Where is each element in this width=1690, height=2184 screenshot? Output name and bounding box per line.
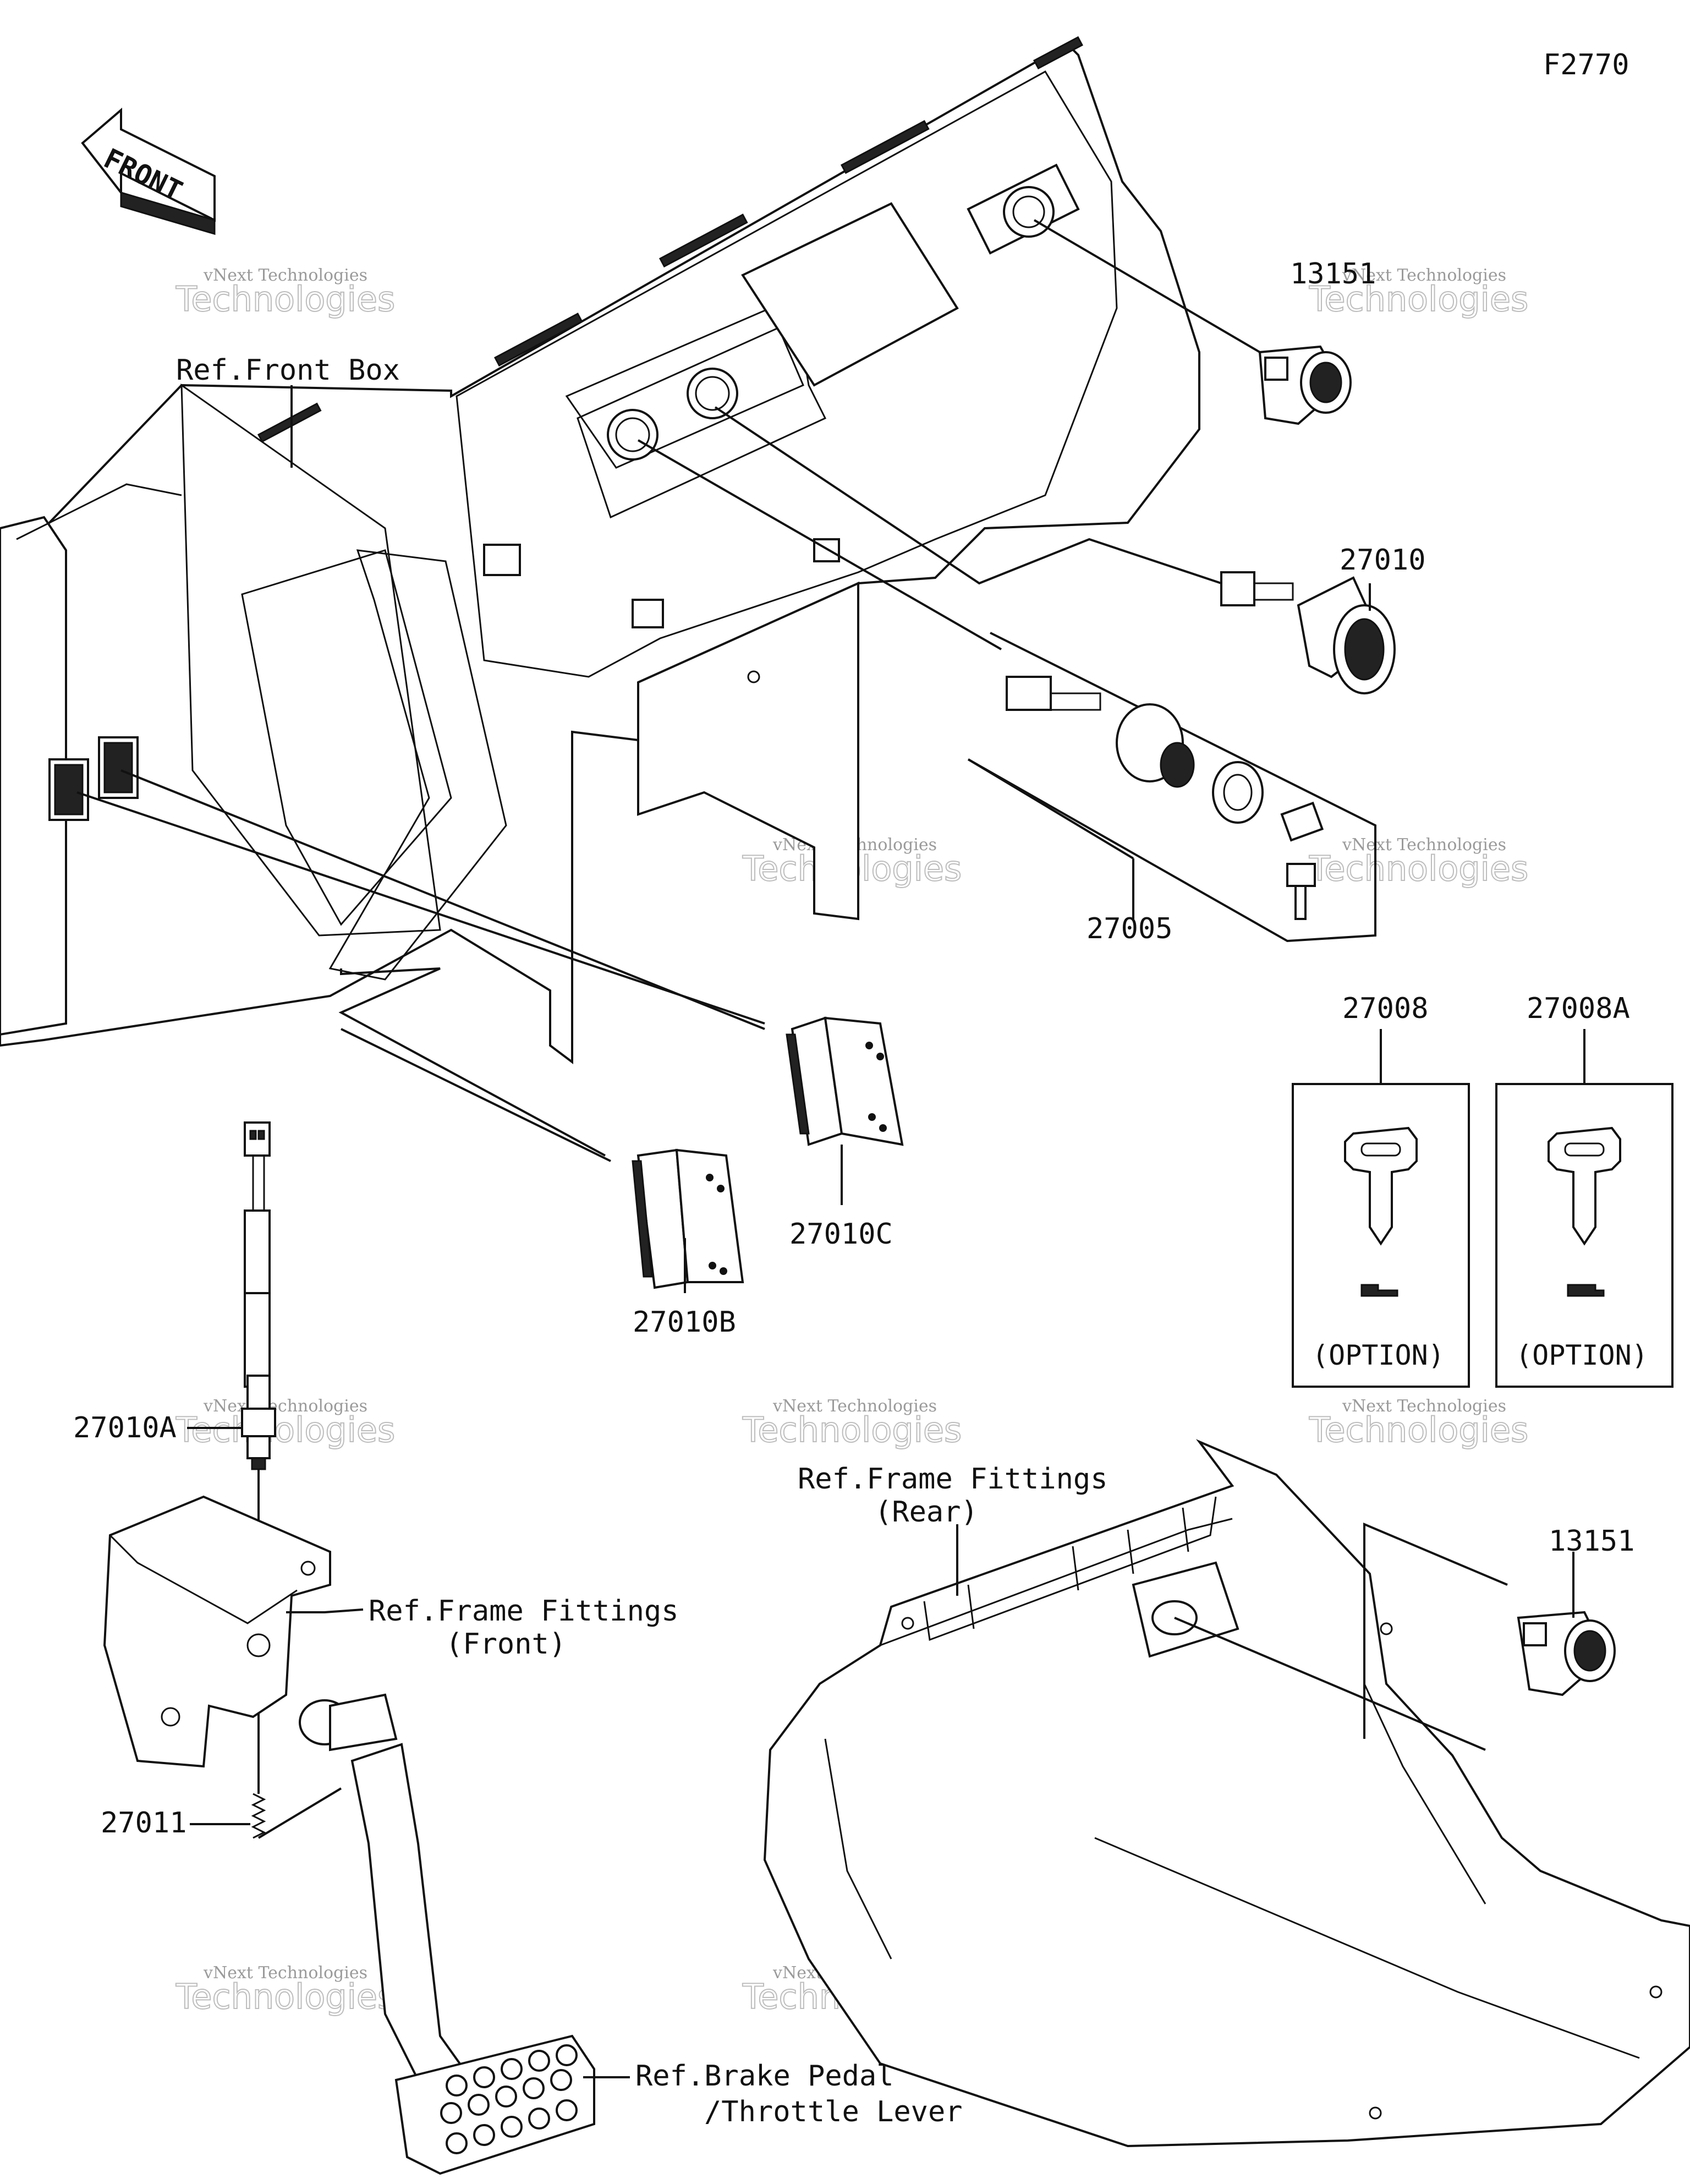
rocker-switch-27010b — [632, 1148, 744, 1289]
svg-text:vNext Technologies: vNext Technologies — [1342, 835, 1506, 855]
svg-text:vNext Technologies: vNext Technologies — [1342, 1397, 1506, 1416]
option-label: (OPTION) — [1312, 1339, 1445, 1371]
knob-icon — [687, 368, 738, 419]
socket-27010 — [1220, 571, 1396, 694]
power-socket-13151-top — [1258, 345, 1352, 425]
watermark: Technologies vNext Technologies — [175, 1963, 396, 2017]
part-13151-bottom-label: 13151 — [1549, 1525, 1635, 1558]
key-icon — [1344, 1126, 1418, 1246]
svg-text:vNext Technologies: vNext Technologies — [772, 1397, 937, 1416]
svg-text:Technologies: Technologies — [1309, 1410, 1528, 1450]
spring-27011 — [251, 1787, 342, 1839]
watermark: Technologies vNext Technologies — [1308, 835, 1529, 889]
option-label: (OPTION) — [1516, 1339, 1648, 1371]
svg-text:vNext Technologies: vNext Technologies — [1342, 266, 1506, 285]
ref-brake-label-1: Ref.Brake Pedal — [635, 2060, 894, 2093]
brake-pedal — [299, 1693, 595, 2175]
watermark: Technologies vNext Technologies — [1308, 266, 1529, 320]
svg-text:Technologies: Technologies — [1309, 279, 1528, 319]
part-13151-top-label: 13151 — [1290, 258, 1376, 291]
svg-text:vNext Technologies: vNext Technologies — [203, 266, 367, 285]
svg-text:Technologies: Technologies — [175, 1410, 395, 1450]
ref-brake-label-2: /Throttle Lever — [704, 2095, 963, 2128]
key-icon — [1548, 1126, 1621, 1246]
key-icon — [1280, 801, 1324, 842]
part-27010a-label: 27010A — [73, 1411, 177, 1444]
socket-hole-icon — [1003, 186, 1055, 238]
ref-frame-rear-label-2: (Rear) — [875, 1496, 978, 1529]
option-box-27008: (OPTION) — [1292, 1029, 1470, 1388]
option-box-27008a: (OPTION) — [1495, 1029, 1673, 1388]
pedal-pad — [440, 2044, 578, 2154]
knob-icon — [607, 409, 659, 461]
part-27008a-label: 27008A — [1527, 992, 1630, 1025]
part-27010-label: 27010 — [1340, 544, 1426, 577]
front-arrow-icon: FRONT — [81, 107, 216, 236]
part-27005-label: 27005 — [1087, 912, 1173, 945]
svg-text:vNext Technologies: vNext Technologies — [203, 1397, 367, 1416]
part-27010b-label: 27010B — [633, 1306, 736, 1339]
ref-frame-rear-label-1: Ref.Frame Fittings — [798, 1463, 1108, 1496]
part-27008-label: 27008 — [1342, 992, 1429, 1025]
dashboard-assembly — [0, 36, 1200, 1064]
rocker-switch-27010c — [786, 1016, 904, 1146]
frame-rear-assembly — [763, 1439, 1690, 2148]
svg-text:vNext Technologies: vNext Technologies — [203, 1963, 367, 1983]
ref-front-box-label: Ref.Front Box — [176, 354, 400, 387]
power-socket-13151-bottom — [1517, 1611, 1616, 1696]
watermark: Technologies vNext Technologies — [175, 266, 396, 320]
frame-front-bracket — [103, 1495, 331, 1768]
ignition-switch-27005 — [1006, 676, 1324, 920]
nut-icon — [1212, 761, 1264, 824]
ref-frame-front-label-2: (Front) — [446, 1628, 566, 1661]
ref-frame-front-label-1: Ref.Frame Fittings — [369, 1595, 679, 1628]
svg-text:Technologies: Technologies — [175, 279, 395, 319]
part-27011-label: 27011 — [101, 1807, 187, 1840]
watermark: Technologies vNext Technologies — [1308, 1397, 1529, 1450]
figure-code: F2770 — [1543, 48, 1629, 81]
svg-text:Technologies: Technologies — [742, 1410, 962, 1450]
svg-text:Technologies: Technologies — [1309, 849, 1528, 889]
watermark: Technologies vNext Technologies — [742, 1397, 962, 1450]
svg-text:Technologies: Technologies — [175, 1977, 395, 2017]
key-icon — [1286, 863, 1316, 887]
watermark: Technologies vNext Technologies — [175, 1397, 396, 1450]
part-27010c-label: 27010C — [789, 1218, 893, 1251]
leader-lines — [76, 219, 1376, 1162]
